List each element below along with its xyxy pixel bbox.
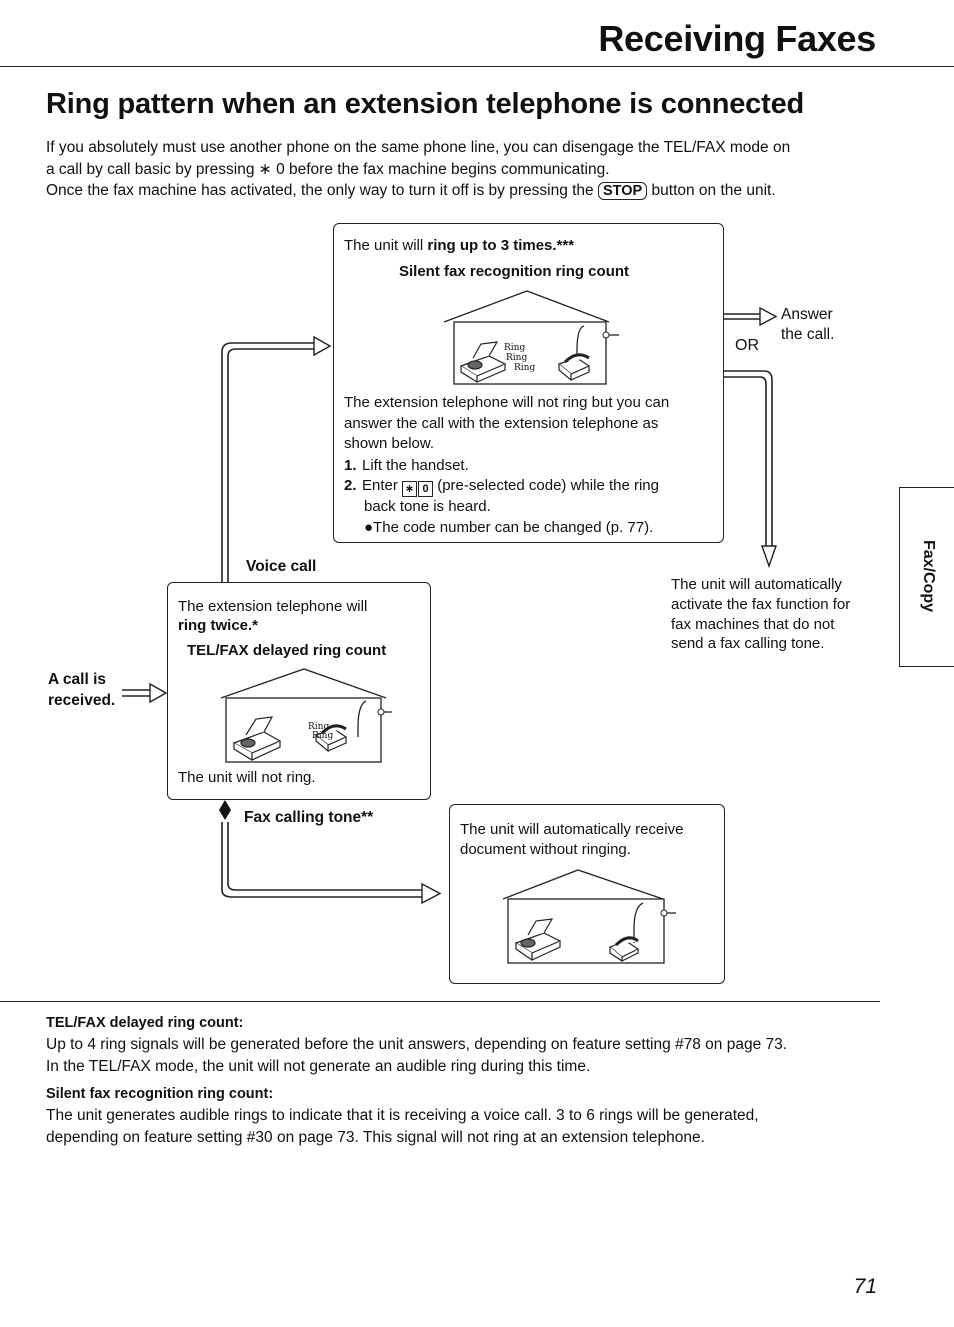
step-1-text: Lift the handset. [362, 456, 469, 474]
code-change-bullet: ●The code number can be changed (p. 77). [364, 518, 654, 536]
stop-key: STOP [598, 182, 648, 200]
call-received-line-1: A call is [48, 671, 107, 688]
auto-receive-illustration [502, 869, 676, 964]
page-header-title: Receiving Faxes [598, 18, 876, 59]
silent-ring-heading: Silent fax recognition ring count [399, 263, 630, 280]
ring-label-3: Ring [514, 363, 536, 373]
intro-line-3-text: Once the fax machine has activated, the … [46, 182, 594, 199]
zero-key: 0 [418, 481, 434, 497]
silent-note-heading: Silent fax recognition ring count: [46, 1086, 274, 1102]
silent-ring-line: The unit will ring up to 3 times.*** [344, 236, 574, 257]
auto-activate-line-4: send a fax calling tone. [671, 635, 825, 653]
step-2: 2. Enter ∗0 (pre-selected code) while the… [344, 476, 716, 497]
or-label: OR [735, 337, 759, 354]
step-1: 1. Lift the handset. [344, 456, 716, 477]
header-divider [0, 66, 954, 67]
fax-calling-tone-label: Fax calling tone** [244, 809, 374, 826]
desc-line-1: The extension telephone will not ring bu… [344, 394, 670, 411]
silent-note-line-1: The unit generates audible rings to indi… [46, 1107, 759, 1124]
intro-paragraph: If you absolutely must use another phone… [46, 137, 886, 202]
auto-activate-line-3: fax machines that do not [671, 615, 835, 633]
silent-fax-box: The unit will ring up to 3 times.*** Sil… [333, 223, 724, 543]
auto-activate-line-2: activate the fax function for [671, 595, 851, 613]
intro-line-3-end: button on the unit. [651, 182, 776, 199]
fax-machine-icon [232, 716, 282, 762]
extension-phone-icon [557, 353, 591, 382]
section-title: Ring pattern when an extension telephone… [46, 88, 805, 120]
tel-fax-line-1: The extension telephone will [178, 598, 368, 615]
call-received-line-2: received. [48, 692, 116, 709]
tel-fax-box: The extension telephone will ring twice.… [167, 582, 431, 800]
tel-fax-line-2: ring twice.* [178, 617, 259, 634]
step-2-line-2: back tone is heard. [364, 498, 491, 515]
silent-note-line-2: depending on feature setting #30 on page… [46, 1128, 705, 1146]
tel-fax-note-line-2: In the TEL/FAX mode, the unit will not g… [46, 1057, 591, 1075]
ring-label-2: Ring [312, 731, 334, 741]
step-2-number: 2. [344, 477, 357, 494]
auto-receive-box: The unit will automatically receive docu… [449, 804, 725, 984]
star-key: ∗ [402, 481, 418, 497]
voice-call-label: Voice call [246, 558, 317, 575]
answer-line-2: the call. [781, 326, 835, 343]
step-2-text: Enter [362, 477, 398, 494]
desc-line-3: shown below. [344, 435, 435, 452]
auto-activate-line-1: The unit will automatically [671, 576, 842, 593]
tel-fax-heading: TEL/FAX delayed ring count [187, 642, 387, 659]
silent-ring-bold: ring up to 3 times.*** [427, 237, 575, 254]
auto-activate-text: The unit will automatically activate the… [671, 575, 850, 654]
tel-fax-note-heading: TEL/FAX delayed ring count: [46, 1015, 244, 1031]
auto-receive-line-1: The unit will automatically receive [460, 821, 684, 838]
fax-machine-icon [514, 918, 562, 962]
tel-fax-footer: The unit will not ring. [178, 769, 316, 786]
answer-label: Answer the call. [781, 305, 834, 345]
desc-line-2: answer the call with the extension telep… [344, 414, 659, 432]
extension-phone-icon [314, 724, 348, 753]
ring-label-1: Ring [308, 722, 330, 732]
notes-divider [0, 1001, 880, 1002]
house-phones-illustration [443, 290, 619, 385]
tel-fax-illustration [220, 668, 392, 763]
fax-copy-side-tab: Fax/Copy [899, 487, 954, 667]
ring-label-1: Ring [504, 343, 526, 353]
call-received-label: A call is received. [48, 669, 115, 711]
intro-line-2: a call by call basic by pressing ∗ 0 bef… [46, 160, 610, 178]
tel-fax-note-line-1: Up to 4 ring signals will be generated b… [46, 1036, 788, 1053]
intro-line-3: Once the fax machine has activated, the … [46, 180, 886, 202]
auto-receive-line-2: document without ringing. [460, 841, 631, 858]
side-tab-label: Fax/Copy [920, 539, 937, 613]
silent-ring-text: The unit will [344, 237, 424, 254]
step-2-text-end: (pre-selected code) while the ring [437, 477, 659, 494]
notes-section: TEL/FAX delayed ring count: Up to 4 ring… [46, 1015, 886, 1148]
answer-line-1: Answer [781, 306, 833, 323]
page-number: 71 [853, 1275, 877, 1298]
step-1-number: 1. [344, 456, 357, 474]
fax-machine-icon [459, 341, 507, 384]
extension-phone-icon [608, 936, 640, 963]
silent-box-description: The extension telephone will not ring bu… [344, 393, 716, 538]
ring-label-2: Ring [506, 353, 528, 363]
intro-line-1: If you absolutely must use another phone… [46, 139, 791, 156]
